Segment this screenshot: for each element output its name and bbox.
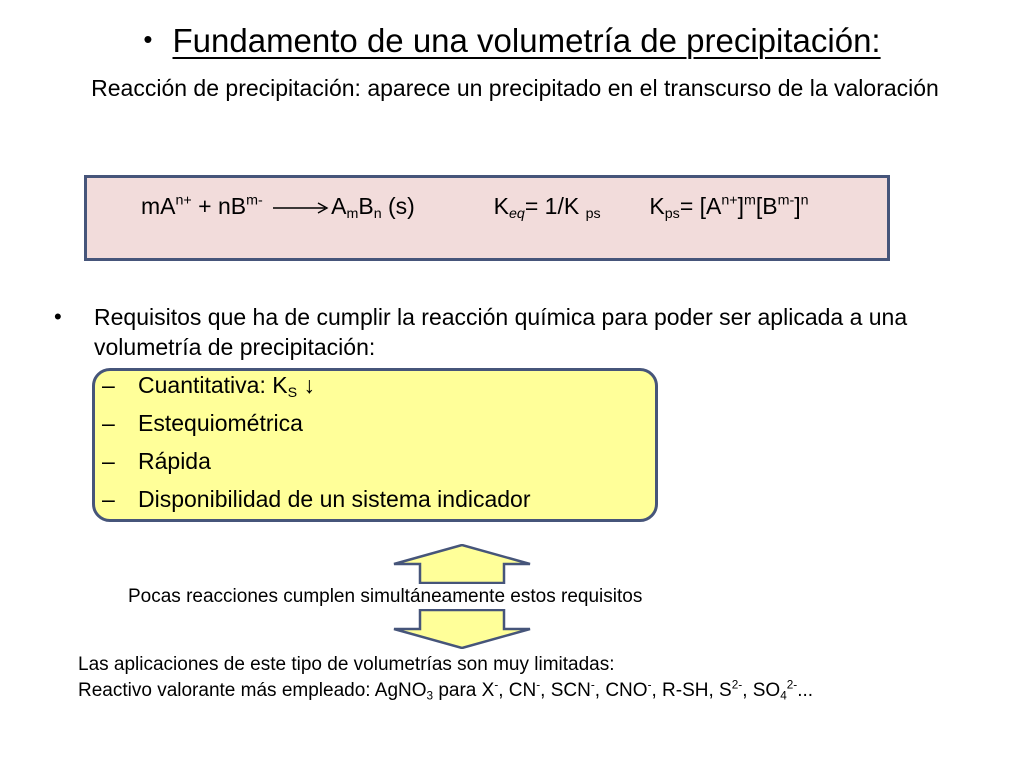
list-item-text: Cuantitativa: KS ↓ (138, 370, 315, 400)
bt-part: , CN (498, 680, 537, 701)
bt-sup: - (647, 678, 652, 692)
bt-part: para X (433, 680, 495, 701)
item-sub: S (287, 384, 298, 401)
eq-keq: K (493, 193, 509, 219)
note-text: Pocas reacciones cumplen simultáneamente… (128, 586, 643, 607)
requirements-text: Requisitos que ha de cumplir la reacción… (94, 304, 908, 360)
list-item-text: Rápida (138, 448, 211, 474)
bt-sup: - (494, 678, 499, 692)
down-arrow: ↓ (297, 372, 315, 398)
requirements-bullet: • (54, 304, 62, 329)
dash: – (102, 372, 115, 398)
dash: – (102, 448, 115, 474)
eq-sub: eq (508, 205, 525, 222)
bt-part: , SO (742, 680, 781, 701)
bt-sub: 3 (426, 689, 434, 703)
eq-sup: m- (246, 192, 263, 209)
eq-sup: m- (777, 192, 795, 209)
bt-sup: 2- (786, 678, 798, 692)
bottom-line-1: Las aplicaciones de este tipo de volumet… (78, 654, 615, 675)
bt-part: Reactivo valorante más empleado: AgNO (78, 680, 427, 701)
eq-kps-expr: ] (737, 193, 745, 219)
bt-sup: - (590, 678, 595, 692)
bt-sub: 4 (780, 689, 787, 703)
eq-solid: (s) (381, 193, 415, 219)
list-item-text: Disponibilidad de un sistema indicador (138, 486, 531, 512)
list-item-text: Estequiométrica (138, 410, 303, 436)
bottom-line-2: Reactivo valorante más empleado: AgNO3 p… (78, 678, 813, 704)
block-arrow-up-icon (393, 544, 531, 584)
arrow-right-icon (273, 202, 329, 214)
eq-product: A (331, 193, 347, 219)
eq-sup: n+ (175, 192, 192, 209)
bottom-text: Las aplicaciones de este tipo de volumet… (78, 652, 813, 704)
equation-line: mAn+ + nBm- AmBn (s) Keq= 1/K ps Kps= [A… (141, 192, 809, 222)
eq-kps-expr: ] (794, 193, 801, 219)
eq-sup: n+ (721, 192, 738, 209)
eq-product: B (358, 193, 374, 219)
item-label: Cuantitativa: K (138, 372, 288, 398)
slide-title-row: • Fundamento de una volumetría de precipi… (0, 22, 1024, 60)
eq-keq-rhs: = 1/K (524, 193, 586, 219)
bt-sup: 2- (731, 678, 743, 692)
eq-sup: m (744, 192, 756, 209)
eq-sup: n (800, 192, 809, 209)
eq-kps: K (649, 193, 665, 219)
dash: – (102, 486, 115, 512)
eq-sub: n (373, 205, 382, 222)
block-arrow-down-icon (393, 609, 531, 649)
bt-part: , R-SH, S (651, 680, 732, 701)
eq-sub: ps (664, 205, 680, 222)
eq-kps-expr: = [A (679, 193, 722, 219)
eq-reactant-a: mA (141, 193, 176, 219)
bt-sup: - (536, 678, 541, 692)
bt-part: ... (797, 680, 814, 701)
title-bullet: • (143, 24, 153, 54)
bt-part: , SCN (540, 680, 591, 701)
eq-reactant-b: + nB (191, 193, 247, 219)
bt-part: , CNO (594, 680, 648, 701)
equation-box: mAn+ + nBm- AmBn (s) Keq= 1/K ps Kps= [A… (84, 175, 890, 261)
dash: – (102, 410, 115, 436)
eq-sub: ps (585, 205, 601, 222)
requirements-box (92, 368, 658, 522)
subtitle: Reacción de precipitación: aparece un pr… (91, 75, 939, 101)
eq-sub: m (346, 205, 359, 222)
eq-kps-expr: [B (755, 193, 778, 219)
slide-title: Fundamento de una volumetría de precipit… (172, 22, 881, 59)
